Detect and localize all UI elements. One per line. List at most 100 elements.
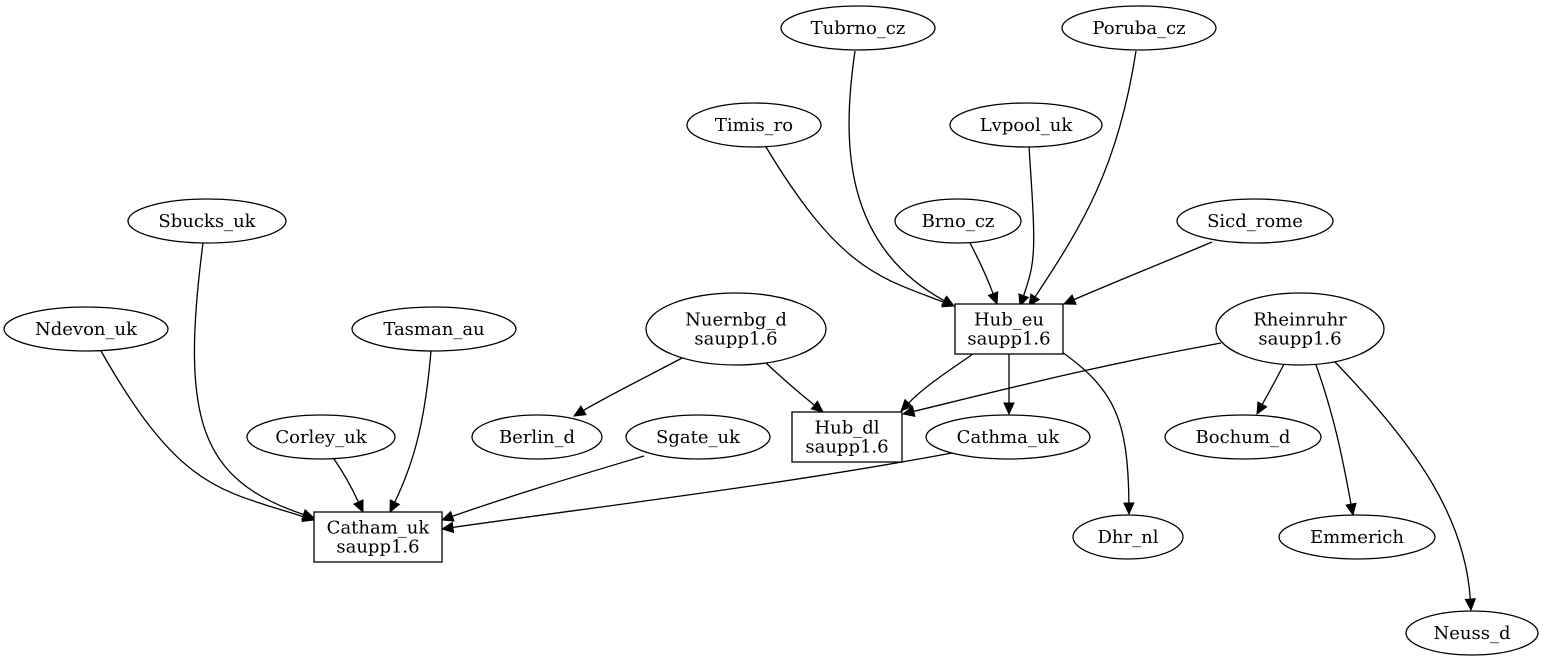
- arrowhead-icon: [810, 400, 824, 413]
- edge-nuernbg-to-hub_dl: [765, 362, 824, 413]
- node-ellipse: [1061, 5, 1217, 51]
- node-emmerich: Emmerich: [1278, 514, 1436, 560]
- node-dhr: Dhr_nl: [1072, 514, 1184, 560]
- node-label: saupp1.6: [694, 329, 777, 350]
- edge-line: [193, 242, 304, 516]
- node-ellipse: [894, 198, 1022, 244]
- node-ellipse: [949, 102, 1103, 148]
- node-timis: Timis_ro: [686, 102, 822, 148]
- node-tasman: Tasman_au: [351, 306, 517, 352]
- arrowhead-icon: [1123, 502, 1135, 516]
- node-ellipse: [1405, 610, 1539, 656]
- node-label: Catham_uk: [327, 518, 431, 539]
- node-label: Sicd_rome: [1207, 211, 1303, 232]
- edge-line: [583, 356, 685, 411]
- node-label: Tubrno_cz: [811, 18, 906, 39]
- node-label: Cathma_uk: [957, 427, 1061, 448]
- node-ellipse: [1164, 414, 1322, 460]
- edge-line: [333, 458, 359, 503]
- node-label: Dhr_nl: [1098, 527, 1159, 548]
- edge-lvpool-to-hub_eu: [1018, 146, 1035, 308]
- node-label: Timis_ro: [715, 115, 793, 136]
- node-ellipse: [471, 414, 603, 460]
- arrowhead-icon: [1028, 293, 1041, 308]
- node-sgate: Sgate_uk: [625, 414, 771, 460]
- node-label: Rheinruhr: [1253, 310, 1347, 331]
- arrowhead-icon: [1018, 293, 1030, 308]
- edge-line: [848, 50, 945, 302]
- node-ellipse: [686, 102, 822, 148]
- node-ellipse: [645, 292, 827, 366]
- edge-line: [765, 146, 944, 303]
- node-sbucks: Sbucks_uk: [127, 198, 287, 244]
- edge-rheinruhr-to-bochum: [1256, 363, 1285, 416]
- edge-hub_eu-to-hub_dl: [900, 353, 974, 412]
- arrowhead-icon: [440, 521, 455, 534]
- edge-cathma-to-catham: [440, 452, 953, 534]
- edge-line: [908, 353, 974, 404]
- node-label: Sbucks_uk: [158, 211, 256, 232]
- node-label: Lvpool_uk: [980, 115, 1074, 136]
- node-label: Hub_eu: [974, 310, 1044, 331]
- edge-sbucks-to-catham: [193, 242, 316, 520]
- node-tubrno: Tubrno_cz: [780, 5, 936, 51]
- edge-rheinruhr-to-emmerich: [1315, 364, 1357, 517]
- node-label: Brno_cz: [922, 211, 995, 232]
- node-label: Nuernbg_d: [685, 310, 787, 331]
- node-neuss: Neuss_d: [1405, 610, 1539, 656]
- edge-rheinruhr-to-hub_dl: [901, 342, 1222, 417]
- arrowhead-icon: [941, 296, 956, 308]
- edge-timis-to-hub_eu: [765, 146, 956, 308]
- node-box: [954, 303, 1064, 355]
- edge-line: [765, 362, 815, 406]
- node-bochum: Bochum_d: [1164, 414, 1322, 460]
- node-ellipse: [1176, 198, 1334, 244]
- edge-line: [969, 242, 994, 294]
- arrowhead-icon: [900, 398, 914, 412]
- node-ellipse: [1278, 514, 1436, 560]
- edge-sicd-to-hub_eu: [1062, 241, 1213, 305]
- arrowhead-icon: [389, 499, 401, 514]
- node-label: Hub_dl: [814, 418, 879, 439]
- node-box: [791, 411, 903, 463]
- node-label: Bochum_d: [1196, 427, 1291, 448]
- node-lvpool: Lvpool_uk: [949, 102, 1103, 148]
- edge-line: [1034, 50, 1137, 298]
- edge-line: [1334, 361, 1471, 600]
- edge-hub_eu-to-dhr: [1061, 351, 1135, 516]
- edge-corley-to-catham: [333, 458, 364, 514]
- edge-nuernbg-to-berlin: [572, 356, 685, 417]
- node-berlin: Berlin_d: [471, 414, 603, 460]
- node-corley: Corley_uk: [246, 414, 396, 460]
- node-cathma: Cathma_uk: [925, 414, 1091, 460]
- arrowhead-icon: [1256, 401, 1268, 416]
- node-label: saupp1.6: [805, 437, 888, 458]
- arrowhead-icon: [1062, 294, 1077, 305]
- node-label: Berlin_d: [499, 427, 575, 448]
- node-ellipse: [625, 414, 771, 460]
- edge-line: [452, 452, 953, 529]
- edge-brno-to-hub_eu: [969, 242, 999, 306]
- edge-line: [1022, 146, 1035, 296]
- edge-line: [100, 350, 304, 518]
- edge-hub_eu-to-cathma: [1003, 353, 1015, 416]
- node-label: saupp1.6: [1258, 329, 1341, 350]
- arrowhead-icon: [1003, 402, 1015, 416]
- node-label: Sgate_uk: [656, 427, 741, 448]
- node-poruba: Poruba_cz: [1061, 5, 1217, 51]
- node-ndevon: Ndevon_uk: [3, 306, 169, 352]
- node-box: [313, 511, 443, 563]
- edge-line: [1061, 351, 1130, 504]
- node-label: saupp1.6: [967, 329, 1050, 350]
- edge-sgate-to-catham: [440, 455, 645, 522]
- edge-line: [1315, 364, 1352, 505]
- node-ellipse: [3, 306, 169, 352]
- edge-line: [394, 350, 432, 503]
- arrowhead-icon: [1464, 598, 1477, 612]
- node-label: saupp1.6: [336, 537, 419, 558]
- edge-tubrno-to-hub_eu: [848, 50, 956, 307]
